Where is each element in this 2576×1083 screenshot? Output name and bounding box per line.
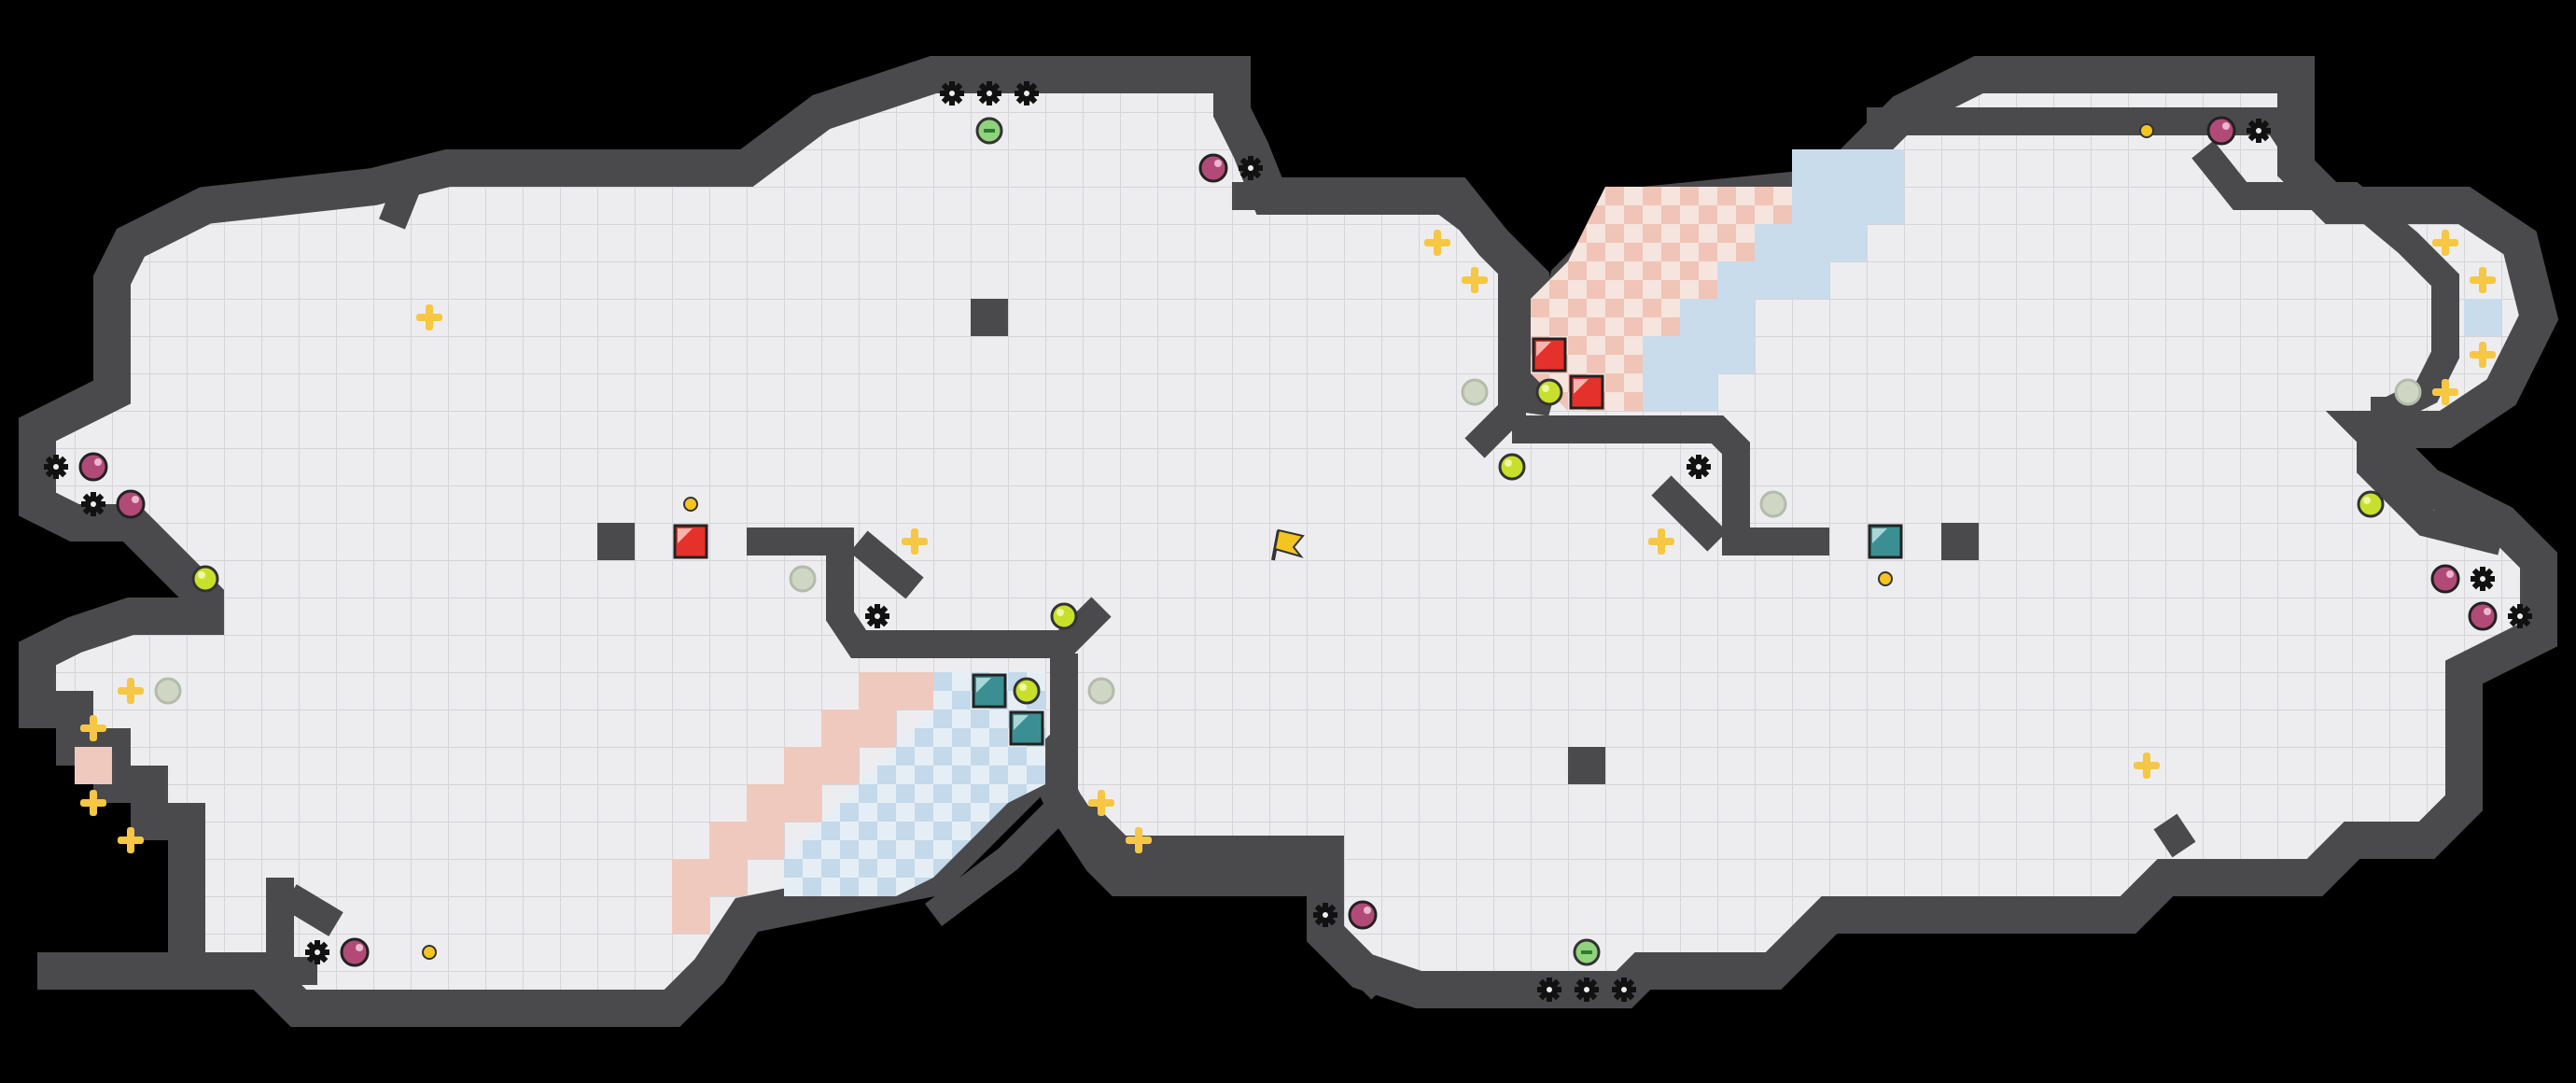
pink-orb-icon[interactable] bbox=[2430, 564, 2460, 594]
pink-orb-icon[interactable] bbox=[2206, 116, 2236, 146]
gear-icon bbox=[305, 940, 329, 964]
pillars bbox=[597, 299, 1979, 784]
spawn-pad-icon[interactable] bbox=[1573, 938, 1601, 966]
interior-walls bbox=[266, 107, 2505, 1000]
red-block-icon[interactable] bbox=[673, 524, 708, 559]
gear-icon bbox=[1313, 903, 1337, 927]
faded-orb-icon bbox=[1759, 490, 1787, 518]
plus-icon[interactable] bbox=[1424, 230, 1450, 256]
teal-block-icon[interactable] bbox=[1009, 710, 1044, 746]
faded-orb-icon bbox=[154, 677, 182, 705]
gear-icon bbox=[1015, 81, 1039, 105]
gear-icon bbox=[1537, 978, 1561, 1002]
red-zone-left bbox=[75, 672, 933, 934]
gear-icon bbox=[2471, 567, 2495, 591]
green-orb-icon[interactable] bbox=[1535, 378, 1563, 406]
green-orb-icon[interactable] bbox=[191, 565, 219, 593]
green-orb-icon[interactable] bbox=[1013, 677, 1041, 705]
gear-icon bbox=[2247, 119, 2271, 143]
faded-orb-icon bbox=[2394, 378, 2422, 406]
plus-icon[interactable] bbox=[1648, 528, 1674, 555]
pink-orb-icon[interactable] bbox=[116, 489, 146, 519]
pillar-icon bbox=[597, 523, 635, 560]
gear-icon bbox=[1612, 978, 1636, 1002]
gear-icon bbox=[1687, 455, 1711, 479]
pink-orb-icon[interactable] bbox=[78, 452, 108, 482]
red-block-icon[interactable] bbox=[1532, 337, 1567, 373]
red-block-icon[interactable] bbox=[1569, 374, 1604, 410]
plus-icon[interactable] bbox=[1126, 827, 1152, 853]
pink-orb-icon[interactable] bbox=[1348, 900, 1378, 930]
plus-icon[interactable] bbox=[1462, 267, 1488, 293]
green-orb-icon[interactable] bbox=[2357, 490, 2385, 518]
plus-icon[interactable] bbox=[2432, 230, 2458, 256]
faded-orb-icon bbox=[1461, 378, 1489, 406]
faded-orb-icon bbox=[1087, 677, 1115, 705]
red-zone-right bbox=[1531, 187, 1792, 411]
coin-icon[interactable] bbox=[422, 945, 437, 960]
blue-zone-left bbox=[784, 672, 1045, 896]
plus-icon[interactable] bbox=[2470, 342, 2496, 368]
gear-icon bbox=[1575, 978, 1599, 1002]
gear-icon bbox=[2508, 604, 2532, 628]
teal-block-icon[interactable] bbox=[972, 673, 1007, 709]
faded-orb-icon bbox=[789, 565, 817, 593]
flag-icon[interactable] bbox=[1271, 528, 1305, 561]
plus-icon[interactable] bbox=[80, 715, 106, 741]
plus-icon[interactable] bbox=[2134, 752, 2160, 779]
pink-orb-icon[interactable] bbox=[2468, 601, 2498, 631]
spawn-pad-icon[interactable] bbox=[975, 117, 1003, 145]
pink-orb-icon[interactable] bbox=[340, 937, 370, 967]
coin-icon[interactable] bbox=[2139, 123, 2154, 138]
plus-icon[interactable] bbox=[2470, 267, 2496, 293]
plus-icon[interactable] bbox=[2432, 379, 2458, 405]
gear-icon bbox=[1239, 156, 1263, 180]
pillar-icon bbox=[1941, 523, 1979, 560]
gear-icon bbox=[865, 604, 889, 628]
plus-icon[interactable] bbox=[80, 790, 106, 816]
green-orb-icon[interactable] bbox=[1050, 602, 1078, 630]
pillar-icon bbox=[1568, 747, 1605, 784]
gear-icon bbox=[977, 81, 1001, 105]
plus-icon[interactable] bbox=[1088, 790, 1114, 816]
coin-icon[interactable] bbox=[1878, 571, 1893, 586]
coin-icon[interactable] bbox=[683, 497, 698, 512]
entities bbox=[44, 81, 2532, 1002]
gear-icon bbox=[940, 81, 964, 105]
plus-icon[interactable] bbox=[416, 304, 442, 331]
gear-icon bbox=[81, 492, 105, 516]
blue-zone-right bbox=[1643, 149, 2501, 411]
gear-icon bbox=[44, 455, 68, 479]
pink-orb-icon[interactable] bbox=[1198, 153, 1228, 183]
teal-block-icon[interactable] bbox=[1868, 524, 1903, 559]
pillar-icon bbox=[971, 299, 1008, 336]
green-orb-icon[interactable] bbox=[1498, 453, 1526, 481]
plus-icon[interactable] bbox=[118, 678, 144, 704]
plus-icon[interactable] bbox=[118, 827, 144, 853]
plus-icon[interactable] bbox=[902, 528, 928, 555]
